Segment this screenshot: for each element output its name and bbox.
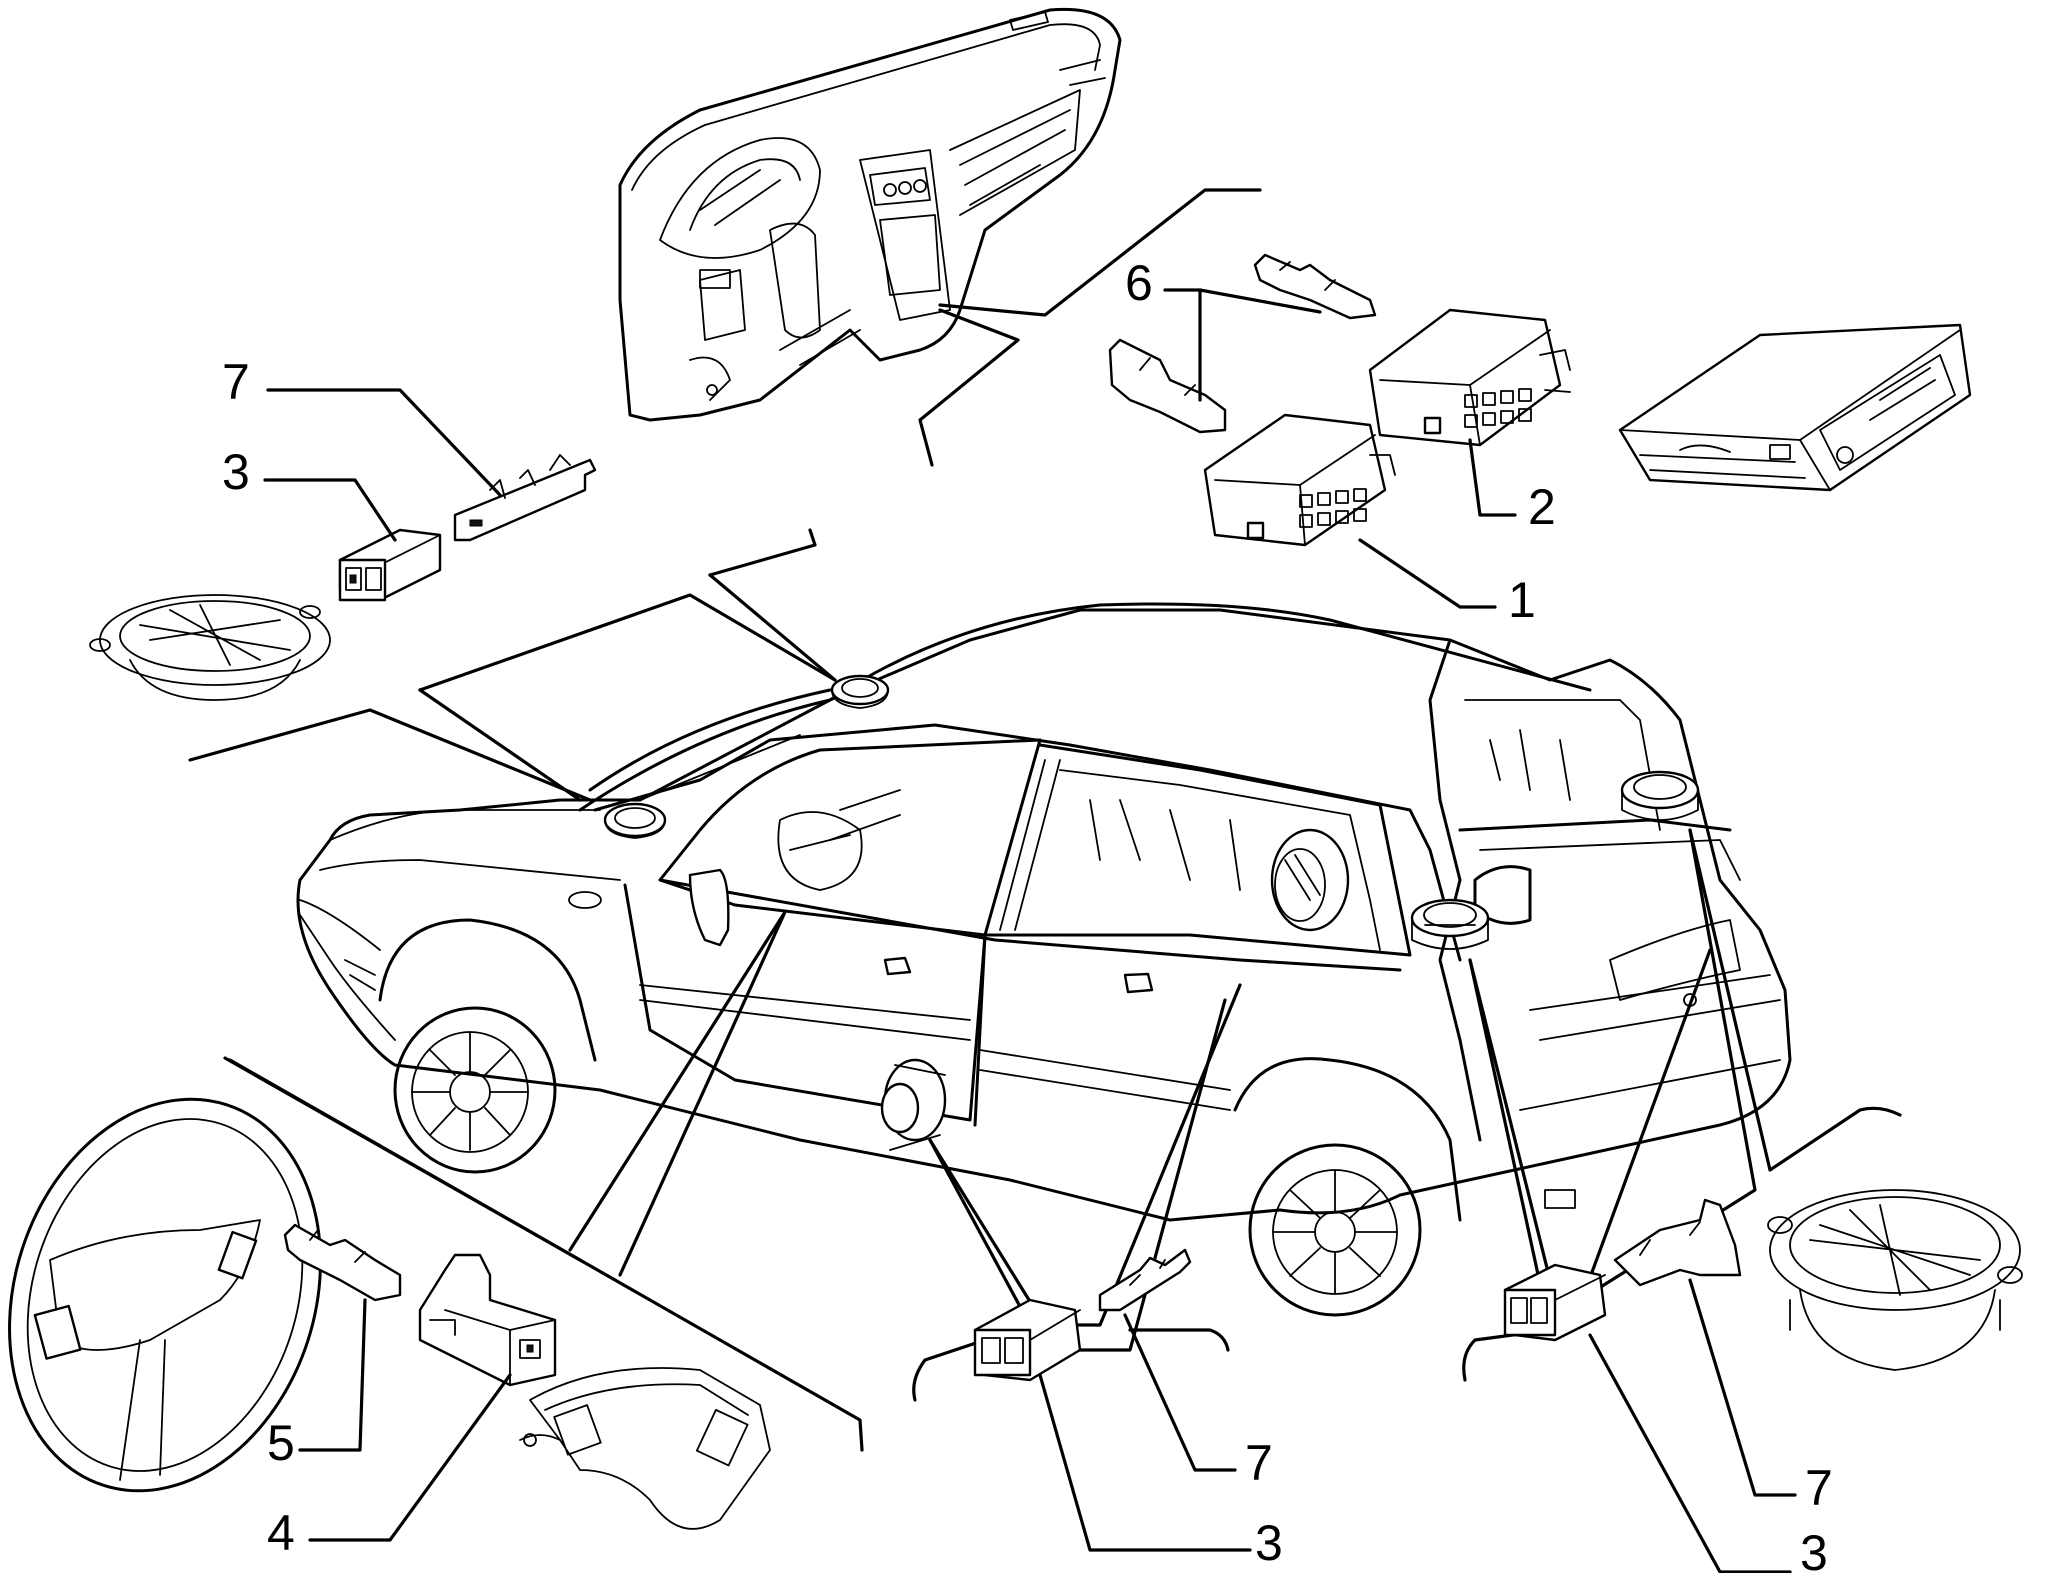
leader-door-to-wheel [568, 910, 787, 1252]
connector-3-bottom-center [973, 1298, 1082, 1382]
callout-3-upper-left: 3 [222, 444, 250, 500]
leader-door-speaker-c [912, 1323, 1032, 1402]
callout-leaders [263, 288, 1797, 1573]
callout-5: 5 [267, 1415, 295, 1471]
speaker-front-left [89, 594, 331, 701]
terminal-5 [283, 1223, 402, 1302]
callout-4: 4 [267, 1505, 295, 1561]
connector-3-bottom-right [1503, 1263, 1607, 1342]
speaker-rear-right-loose [1767, 1189, 2023, 1371]
leader-left-speaker-d [708, 573, 837, 682]
connector-4 [418, 1253, 557, 1387]
car-speaker-dash-left [603, 802, 667, 839]
leader-steering-a [223, 1056, 582, 1262]
car-speaker-rear-left [1410, 898, 1490, 950]
callout-2: 2 [1528, 479, 1556, 535]
steering-wheel-control [519, 1367, 771, 1530]
terminal-7-bottom-center [1098, 1248, 1192, 1312]
car-speaker-front-door [880, 1058, 947, 1151]
leader-rear-speaker-c [1688, 828, 1902, 1172]
leader-left-speaker-c [708, 528, 817, 577]
connector-3-upper-left [338, 528, 442, 602]
terminal-7-upper-left [453, 454, 597, 542]
callout-1: 1 [1508, 572, 1536, 628]
car-speaker-dash-center [830, 674, 890, 709]
callout-7-upper-left: 7 [222, 354, 250, 410]
callout-6: 6 [1125, 255, 1153, 311]
connector-2 [1368, 308, 1571, 447]
leader-left-speaker-a [188, 708, 592, 802]
connector-1 [1203, 413, 1396, 547]
callout-3-bottom-right: 3 [1800, 1525, 1828, 1573]
terminal-7-bottom-right [1613, 1198, 1742, 1287]
leader-center-speaker [418, 593, 837, 692]
steering-wheel [8, 1097, 322, 1493]
leader-left-speaker-b [418, 688, 582, 802]
terminal-6-upper [1253, 253, 1377, 320]
car-speaker-rear-door [1270, 828, 1350, 932]
leader-dash-to-radio [938, 188, 1262, 317]
leader-dash-to-car [918, 308, 1020, 467]
terminal-6-lower [1108, 338, 1227, 434]
radio-unit [1618, 323, 1972, 492]
car-illustration [296, 602, 1792, 1317]
leader-door-to-steering [618, 910, 787, 1277]
dashboard-illustration [618, 7, 1122, 422]
leader-rear-speaker-b [1462, 958, 1552, 1382]
car-speaker-rear-right [1620, 770, 1700, 821]
leader-door-speaker-b [928, 998, 1227, 1352]
callout-7-bottom-center: 7 [1245, 1435, 1273, 1491]
leader-door-speaker-d [1128, 1328, 1230, 1352]
callout-3-bottom-center: 3 [1255, 1515, 1283, 1571]
callout-7-bottom-right: 7 [1805, 1460, 1833, 1516]
